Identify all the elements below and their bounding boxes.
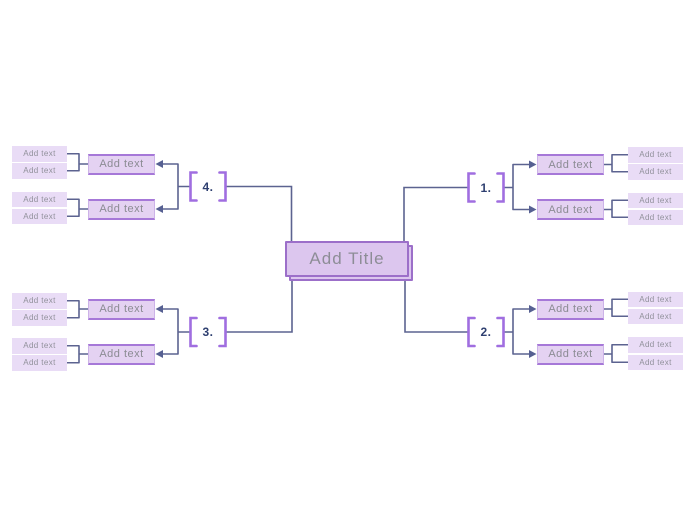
branch-3-node-2[interactable]: Add text — [88, 343, 155, 365]
branch-4-node-2[interactable]: Add text — [88, 198, 155, 220]
branch-1-leaf-2[interactable]: Add text — [628, 164, 683, 180]
branch-4-leaf-4[interactable]: Add text — [12, 208, 67, 224]
branch-2-number[interactable]: 2. — [480, 325, 492, 339]
branch-4-number[interactable]: 4. — [202, 179, 214, 194]
branch-1-node-2[interactable]: Add text — [537, 199, 604, 220]
branch-1-node-1[interactable]: Add text — [537, 154, 604, 175]
arrow-left-icon — [155, 205, 163, 213]
branch-3-node-1[interactable]: Add text — [88, 298, 155, 320]
connector-center-to-branch-3 — [224, 276, 293, 333]
arrow-right-icon — [529, 205, 537, 214]
arrow-right-icon — [529, 305, 537, 313]
branch-1-leaf-4[interactable]: Add text — [628, 209, 683, 225]
branch-3-leaf-1[interactable]: Add text — [12, 293, 67, 309]
branch-3-number[interactable]: 3. — [202, 325, 214, 339]
branch-2-leaf-1[interactable]: Add text — [628, 291, 683, 307]
branch-3-leaf-2[interactable]: Add text — [12, 310, 67, 326]
arrow-left-icon — [155, 160, 163, 168]
branch-2-node-1[interactable]: Add text — [537, 298, 604, 320]
arrow-left-icon — [155, 305, 163, 313]
branch-4-leaf-3[interactable]: Add text — [12, 191, 67, 207]
branch-2-leaf-4[interactable]: Add text — [628, 354, 683, 370]
branch-1-number[interactable]: 1. — [480, 180, 492, 195]
branch-4-leaf-1[interactable]: Add text — [12, 146, 67, 162]
branch-3-leaf-3[interactable]: Add text — [12, 338, 67, 354]
branch-4-node-1[interactable]: Add text — [88, 153, 155, 175]
branch-2-leaf-2[interactable]: Add text — [628, 308, 683, 324]
branch-1-leaf-1[interactable]: Add text — [628, 147, 683, 163]
title-node[interactable]: Add Title — [285, 241, 409, 277]
branch-2-node-2[interactable]: Add text — [537, 343, 604, 365]
arrow-right-icon — [529, 350, 537, 358]
branch-4-leaf-2[interactable]: Add text — [12, 163, 67, 179]
connector-center-to-branch-1 — [403, 186, 470, 242]
arrow-right-icon — [529, 160, 537, 169]
connector-center-to-branch-4 — [224, 185, 293, 242]
connector-center-to-branch-2 — [404, 276, 470, 333]
branch-2-leaf-3[interactable]: Add text — [628, 337, 683, 353]
branch-3-leaf-4[interactable]: Add text — [12, 355, 67, 371]
arrow-left-icon — [155, 350, 163, 358]
branch-1-leaf-3[interactable]: Add text — [628, 192, 683, 208]
